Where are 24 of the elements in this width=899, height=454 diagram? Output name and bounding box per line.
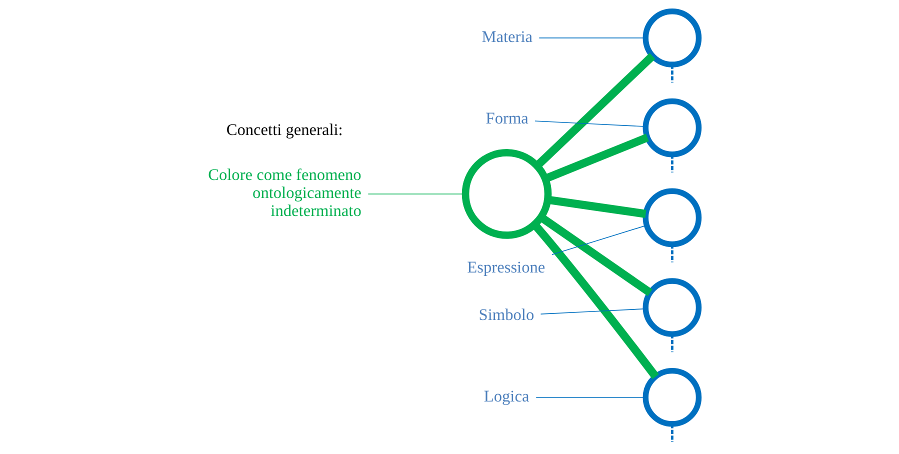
node-circle <box>642 278 702 337</box>
connector <box>670 154 673 172</box>
connector <box>670 424 673 442</box>
node-text: Simbolo <box>478 304 534 324</box>
connector <box>531 222 658 380</box>
connector <box>534 53 655 169</box>
node-circle <box>642 98 702 158</box>
node-text: Forma <box>485 108 528 128</box>
node-text: Logica <box>483 386 529 406</box>
node-circle <box>642 188 702 248</box>
node-circle <box>642 368 702 427</box>
node-text: Colore come fenomeno ontologicamente indeterminato <box>208 165 361 220</box>
node-text: Espressione <box>466 257 545 276</box>
node-text: Materia <box>481 27 532 46</box>
connector <box>670 64 673 83</box>
node-circle <box>461 149 552 239</box>
connector <box>670 244 673 262</box>
connector <box>551 224 646 255</box>
connector <box>540 308 646 314</box>
label: Concetti generali: <box>226 120 342 140</box>
node-circle <box>642 8 702 68</box>
connector <box>534 120 646 127</box>
connector <box>535 396 646 398</box>
connector <box>670 334 673 352</box>
